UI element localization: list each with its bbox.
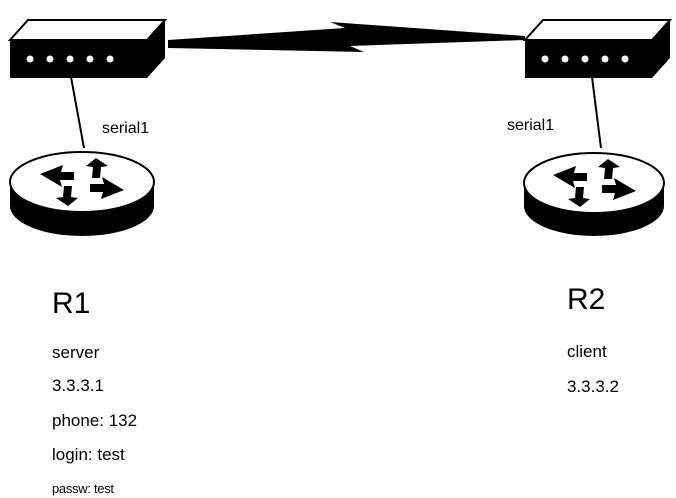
r1-phone: phone: 132 xyxy=(52,411,138,430)
modem-icon xyxy=(522,19,673,78)
r1-name: R1 xyxy=(52,287,91,320)
r2-ip: 3.3.3.2 xyxy=(567,377,619,396)
r1-login: login: test xyxy=(52,445,125,464)
modem-icon xyxy=(7,19,168,78)
router-icon xyxy=(9,151,155,236)
r2-interface-label: serial1 xyxy=(507,117,555,134)
r1-password: passw: test xyxy=(52,481,114,496)
r1-interface-label: serial1 xyxy=(102,120,150,137)
r2-role: client xyxy=(567,342,607,361)
serial-link-lightning-icon xyxy=(168,22,525,52)
r1-ip: 3.3.3.1 xyxy=(52,376,104,395)
r2-cable xyxy=(591,76,602,149)
r2-name: R2 xyxy=(567,283,606,316)
router-icon xyxy=(523,152,665,236)
r1-cable xyxy=(70,76,85,149)
r1-role: server xyxy=(52,343,100,362)
